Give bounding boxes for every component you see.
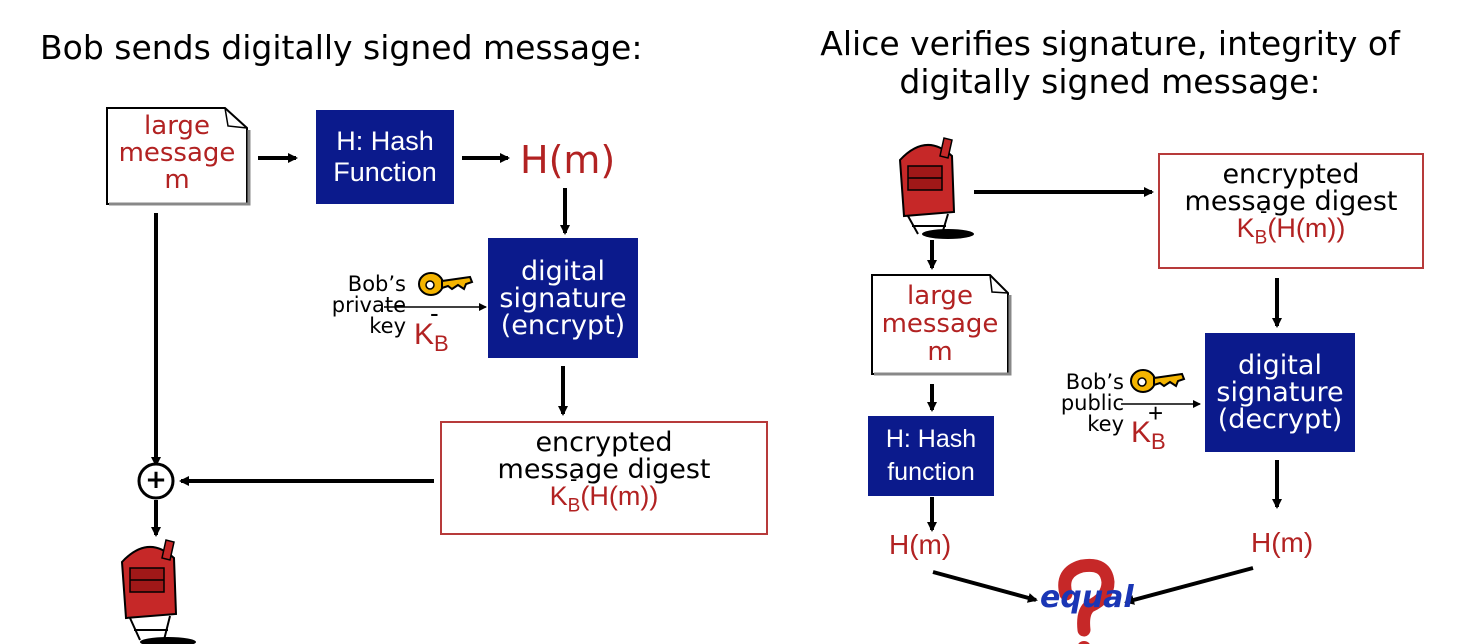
- message-doc-right-line-2: message: [881, 309, 999, 339]
- left-heading: Bob sends digitally signed message:: [40, 28, 643, 67]
- public-key-line-3: key: [1087, 412, 1124, 436]
- sig-encrypt-line-2: signature: [499, 282, 627, 314]
- digest-key-subscript: B: [567, 495, 581, 517]
- hash-function-box-left: H: Hash Function: [316, 110, 454, 204]
- hash-box-line-2: Function: [333, 157, 437, 187]
- digest-right-key-sign: -: [1260, 198, 1268, 223]
- private-key-symbol: KB -: [414, 298, 449, 357]
- digest-right-formula-text: (H(m)): [1267, 213, 1346, 243]
- message-doc-right-line-3: m: [927, 337, 953, 367]
- mailbox-icon-sender: [120, 539, 196, 644]
- digest-key-letter: K: [549, 481, 568, 511]
- pub-key-letter: K: [1131, 416, 1152, 449]
- right-heading-line-1: Alice verifies signature, integrity of: [820, 24, 1400, 63]
- private-key-line-1: Bob’s: [347, 272, 406, 296]
- sig-decrypt-line-1: digital: [1238, 350, 1322, 381]
- private-key-line-2: private: [331, 293, 406, 317]
- pub-key-subscript: B: [1151, 429, 1166, 454]
- key-letter: K: [414, 318, 435, 351]
- message-document-right: large message m: [872, 275, 1008, 374]
- sig-encrypt-line-1: digital: [521, 255, 605, 287]
- right-heading-line-2: digitally signed message:: [899, 62, 1321, 101]
- public-key-line-1: Bob’s: [1065, 370, 1124, 394]
- digest-right-line-2: message digest: [1184, 186, 1398, 217]
- digest-formula-right: KB(H(m)) -: [1160, 198, 1422, 251]
- digest-right-line-1: encrypted: [1222, 159, 1360, 190]
- sig-decrypt-line-2: signature: [1216, 377, 1344, 408]
- hash-box-line-1: H: Hash: [336, 126, 434, 156]
- key-icon-public: [1130, 369, 1186, 393]
- digest-formula-text: (H(m)): [580, 481, 659, 511]
- doc-right-shape: [871, 274, 1012, 376]
- hash-output-decrypted: H(m): [1251, 527, 1314, 558]
- plus-circle: [137, 462, 175, 500]
- digest-right-key-subscript: B: [1254, 227, 1268, 249]
- public-key-sign: +: [1148, 398, 1164, 428]
- hash-output-computed: H(m): [889, 529, 952, 560]
- message-doc-line-3: m: [164, 165, 190, 195]
- key-icon-private: [418, 272, 474, 296]
- public-key-symbol: KB +: [1131, 398, 1166, 455]
- sig-decrypt-line-3: (decrypt): [1217, 404, 1343, 435]
- arrow-hm-left-to-equal: [932, 570, 1038, 603]
- digital-signature-encrypt-box: digital signature (encrypt): [488, 238, 638, 358]
- sig-encrypt-line-3: (encrypt): [500, 309, 626, 341]
- digest-key-sign: -: [570, 466, 578, 491]
- private-key-sign: -: [430, 298, 439, 328]
- public-key-line-2: public: [1060, 391, 1124, 415]
- digest-line-2: message digest: [497, 454, 711, 485]
- arrow-hm-right-to-equal: [1124, 566, 1254, 605]
- digest-line-1: encrypted: [535, 427, 673, 458]
- message-doc-line-1: large: [144, 111, 210, 141]
- message-doc-line-2: message: [118, 138, 236, 168]
- key-subscript: B: [434, 331, 449, 356]
- encrypted-digest-box-right: encrypted message digest KB(H(m)) -: [1158, 153, 1424, 269]
- combine-plus-symbol: +: [145, 465, 167, 495]
- message-document-left: large message m: [107, 108, 247, 204]
- question-mark-icon: [1058, 558, 1115, 644]
- public-key-label: Bob’s public key: [1040, 372, 1124, 435]
- digest-right-key-letter: K: [1236, 213, 1255, 243]
- digest-formula-left: KB(H(m)) -: [442, 466, 766, 519]
- hash-right-line-1: H: Hash: [885, 425, 977, 453]
- encrypted-digest-box-left: encrypted message digest KB(H(m)) -: [440, 421, 768, 535]
- hash-output-left: H(m): [520, 138, 616, 182]
- hash-right-line-2: function: [887, 458, 975, 486]
- private-key-label: Bob’s private key: [320, 274, 406, 337]
- doc-left-shape: [106, 107, 251, 206]
- hash-function-box-right: H: Hash function: [868, 416, 994, 496]
- message-doc-right-line-1: large: [907, 281, 973, 311]
- equal-label: equal: [1040, 580, 1134, 615]
- mailbox-icon-receiver: [898, 137, 974, 239]
- digital-signature-decrypt-box: digital signature (decrypt): [1205, 333, 1355, 452]
- private-key-line-3: key: [369, 314, 406, 338]
